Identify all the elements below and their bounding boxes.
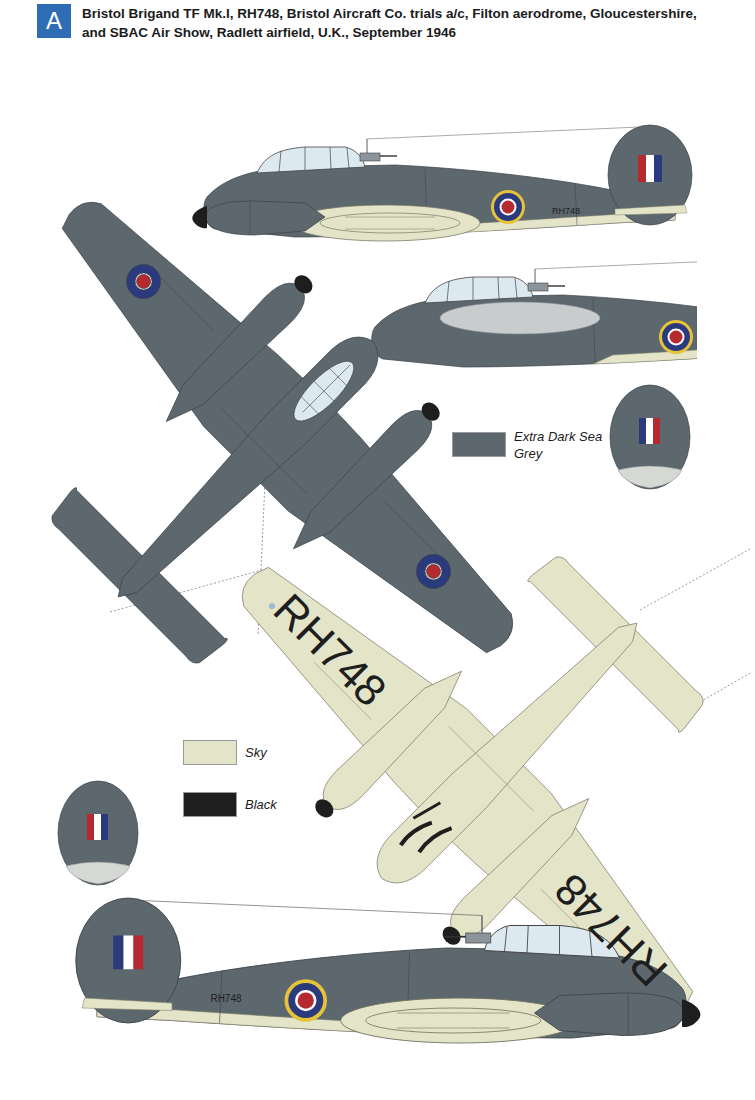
title-text: Bristol Brigand TF Mk.I, RH748, Bristol … (82, 4, 722, 42)
badge-letter: A (46, 8, 62, 34)
legend-label: Sky (245, 744, 325, 761)
registration-marking: RH748 (210, 994, 241, 1004)
plate-badge: A (37, 4, 71, 38)
registration-marking: RH748 (547, 866, 675, 994)
legend-label: Extra Dark Sea Grey (514, 428, 604, 462)
color-swatch (183, 740, 237, 765)
legend-label: Black (245, 796, 325, 813)
registration-marking: RH748 (552, 207, 580, 216)
color-swatch (183, 792, 237, 817)
color-swatch (452, 432, 506, 457)
registration-marking: RH748 (266, 586, 394, 714)
